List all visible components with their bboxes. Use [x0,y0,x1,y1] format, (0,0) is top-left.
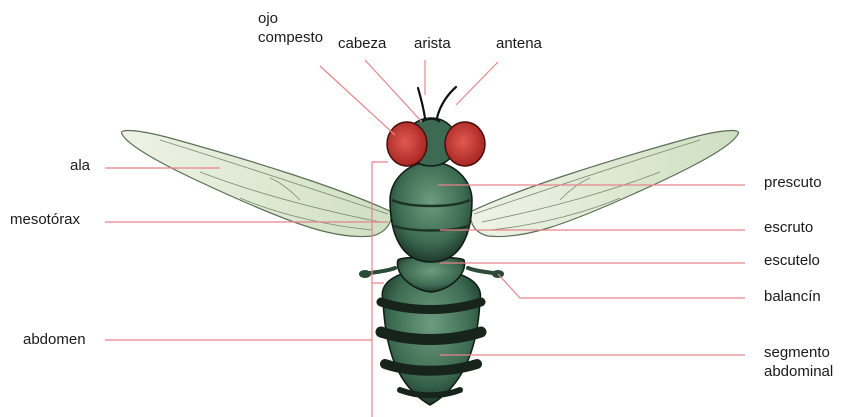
thorax [390,162,472,262]
label-ala: ala [70,157,90,176]
label-escutelo: escutelo [764,252,820,271]
label-arista: arista [414,35,451,54]
antennae [418,87,456,118]
label-segmento-abdominal: segmento abdominal [764,344,833,382]
left-wing [122,131,392,237]
label-antena: antena [496,35,542,54]
label-balancin: balancín [764,288,821,307]
label-cabeza: cabeza [338,35,386,54]
label-abdomen: abdomen [23,331,86,350]
label-prescuto: prescuto [764,174,822,193]
label-mesotorax: mesotórax [10,211,80,230]
right-wing [470,131,738,237]
label-escruto: escruto [764,219,813,238]
label-ojo-compuesto: ojo compesto [258,10,323,48]
